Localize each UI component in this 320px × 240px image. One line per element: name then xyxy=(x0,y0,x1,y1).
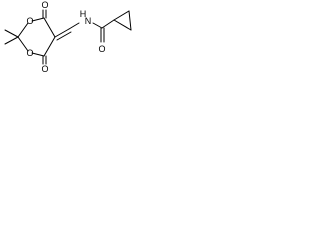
atom-o-carbonyl-bottom: O xyxy=(41,64,48,74)
bond-c5-ch-2 xyxy=(56,31,72,41)
bond-c6-c5 xyxy=(43,17,56,38)
atom-o-amide: O xyxy=(98,44,105,54)
bond-c5-ch-1 xyxy=(54,28,70,38)
bond-c2-o1 xyxy=(17,22,29,38)
atom-o-ring-top: O xyxy=(26,16,33,26)
bond-n-carbonyl xyxy=(92,22,103,29)
bond-c2-methyl-a xyxy=(4,29,19,38)
atom-n-amide: N xyxy=(85,16,92,26)
bond-c2-methyl-b xyxy=(4,36,19,45)
bond-c4-o3 xyxy=(31,52,45,57)
bond-cyclopropyl-a xyxy=(113,10,130,21)
atom-o-carbonyl-top: O xyxy=(41,0,48,10)
bond-o1-c6 xyxy=(31,17,45,22)
molecule-drawing: O O O O N H O xyxy=(4,0,132,74)
bond-cyclopropyl-b xyxy=(128,10,132,31)
atom-h-amide: H xyxy=(80,9,87,19)
bond-carbonyl-cyclopropyl xyxy=(101,19,115,29)
bond-cyclopropyl-c xyxy=(113,19,132,31)
structure-canvas: O O O O N H O xyxy=(0,0,144,78)
atom-o-ring-bottom: O xyxy=(26,48,33,58)
bond-ch-n xyxy=(68,22,80,30)
bond-o3-c2 xyxy=(17,36,29,52)
bond-c5-c4 xyxy=(43,36,56,57)
